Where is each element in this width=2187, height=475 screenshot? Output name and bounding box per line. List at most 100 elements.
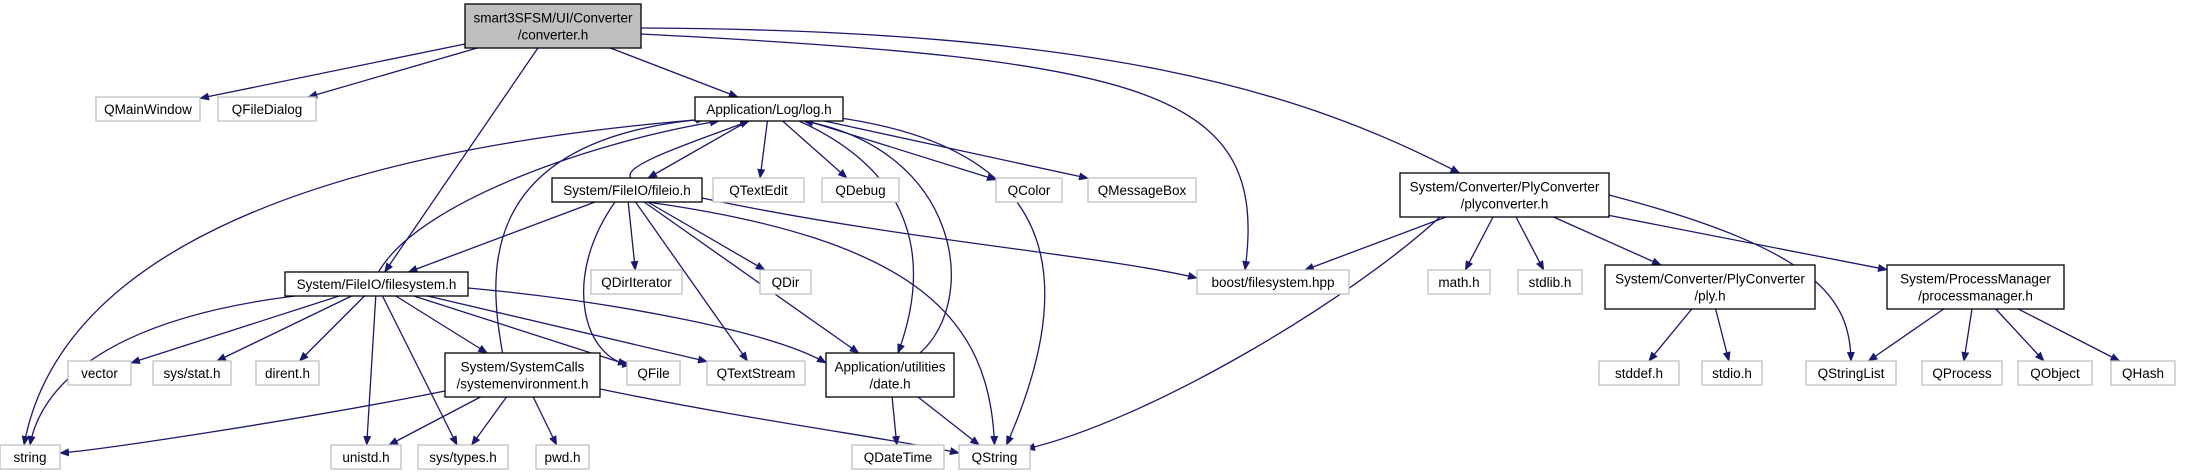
node-label: Application/Log/log.h: [706, 102, 831, 117]
node-dateh[interactable]: Application/utilities/date.h: [825, 352, 955, 398]
edge-arrow: [646, 201, 999, 446]
node-box: [2017, 360, 2093, 386]
node-qstringlist: QStringList: [1805, 360, 1897, 386]
edge-arrow: [495, 115, 706, 354]
node-procman[interactable]: System/ProcessManager/processmanager.h: [1886, 264, 2065, 310]
node-label: /plyconverter.h: [1461, 197, 1549, 212]
edge-arrow: [610, 47, 739, 98]
edge-arrow: [130, 295, 340, 364]
node-box: [706, 360, 806, 386]
edge-arrow: [532, 396, 558, 446]
node-label: stddef.h: [1615, 366, 1663, 381]
edge-plyh-to-stdioh: [1714, 308, 1731, 362]
node-label: QFile: [637, 366, 669, 381]
edge-filesystem-to-sysenv: [395, 295, 489, 354]
edge-fileio-to-boostfs: [701, 197, 1198, 280]
edge-arrow: [59, 390, 446, 457]
node-filesystem[interactable]: System/FileIO/filesystem.h: [284, 271, 469, 297]
node-box: [464, 3, 642, 49]
node-qdir: QDir: [759, 269, 812, 295]
node-label: System/FileIO/fileio.h: [563, 183, 691, 198]
edge-filesystem-to-direnth: [298, 295, 365, 362]
node-label: /processmanager.h: [1918, 289, 2033, 304]
edge-arrow: [640, 33, 1251, 271]
edge-fileio-to-qtextstream: [634, 201, 749, 362]
edge-log-to-qmessagebox: [824, 120, 1089, 181]
edge-plyconverter-to-plyh: [1553, 216, 1662, 266]
edge-procman-to-qprocess: [1961, 308, 1973, 362]
edge-arrow: [643, 201, 860, 354]
edge-root-to-boostfs: [640, 33, 1251, 271]
edge-arrow: [599, 388, 960, 455]
edge-filesystem-to-vector: [130, 295, 340, 364]
node-qprocess: QProcess: [1921, 360, 2003, 386]
node-label: QDirIterator: [601, 275, 672, 290]
node-label: QHash: [2122, 366, 2164, 381]
node-stdlibh: stdlib.h: [1517, 269, 1583, 295]
node-box: [995, 177, 1063, 203]
node-qfiledialog: QFileDialog: [217, 96, 317, 122]
edge-arrow: [388, 396, 481, 446]
node-plyh[interactable]: System/Converter/PlyConverter/ply.h: [1604, 264, 1816, 310]
node-label: QDateTime: [864, 450, 933, 465]
node-plyconverter[interactable]: System/Converter/PlyConverter/plyconvert…: [1399, 172, 1610, 218]
node-mathh: math.h: [1427, 269, 1491, 295]
node-box: [551, 177, 703, 203]
node-log[interactable]: Application/Log/log.h: [694, 96, 844, 122]
edge-arrow: [891, 396, 900, 446]
node-qfile: QFile: [626, 360, 681, 386]
edge-root-to-plyconverter: [640, 27, 1461, 174]
node-label: QColor: [1008, 183, 1051, 198]
edge-arrow: [467, 287, 827, 364]
edge-arrow: [1995, 308, 2045, 362]
edge-procman-to-qhash: [2018, 308, 2121, 362]
node-box: [0, 444, 61, 470]
node-label: pwd.h: [544, 450, 580, 465]
node-box: [417, 444, 509, 470]
node-qstring: QString: [958, 444, 1031, 470]
edge-filesystem-to-dateh: [467, 287, 827, 364]
node-layer: smart3SFSM/UI/Converter/converter.hQMain…: [0, 3, 2176, 470]
node-sysenv[interactable]: System/SystemCalls/systemenvironment.h: [444, 352, 601, 398]
node-label: System/FileIO/filesystem.h: [297, 277, 457, 292]
edge-plyconverter-to-procman: [1608, 214, 1888, 272]
node-label: dirent.h: [265, 366, 310, 381]
node-label: QMainWindow: [104, 102, 192, 117]
edge-arrow: [377, 118, 720, 273]
edge-sysenv-to-qstring: [599, 388, 960, 455]
node-label: System/Converter/PlyConverter: [1410, 180, 1600, 195]
edge-filesystem-to-qtextstream: [427, 295, 708, 364]
edge-arrow: [917, 396, 980, 446]
edge-arrow: [384, 47, 539, 273]
node-box: [284, 271, 469, 297]
node-qcolor: QColor: [995, 177, 1063, 203]
node-box: [67, 360, 132, 386]
edge-arrow: [395, 295, 489, 354]
node-label: vector: [81, 366, 118, 381]
node-unistdh: unistd.h: [330, 444, 402, 470]
node-label: QTextStream: [717, 366, 796, 381]
edge-arrow: [1714, 308, 1731, 362]
edge-arrow: [298, 295, 365, 362]
edge-arrow: [381, 295, 458, 446]
node-box: [1399, 172, 1610, 218]
node-fileio[interactable]: System/FileIO/fileio.h: [551, 177, 703, 203]
node-qtextstream: QTextStream: [706, 360, 806, 386]
edge-arrow: [640, 27, 1461, 174]
edge-fileio-to-qdir: [647, 201, 766, 271]
node-label: stdio.h: [1712, 366, 1752, 381]
node-label: stdlib.h: [1529, 275, 1572, 290]
edge-arrow: [471, 396, 508, 446]
node-label: unistd.h: [342, 450, 389, 465]
edge-arrow: [803, 118, 952, 354]
node-box: [759, 269, 812, 295]
edge-fileio-to-log: [629, 120, 750, 179]
node-box: [1427, 269, 1491, 295]
edge-arrow: [627, 201, 639, 271]
node-box: [590, 269, 683, 295]
node-box: [535, 444, 590, 470]
edge-fileio-to-qdiriterator: [627, 201, 639, 271]
node-stdioh: stdio.h: [1701, 360, 1763, 386]
edge-dateh-to-qstring: [917, 396, 980, 446]
edge-arrow: [647, 201, 766, 271]
